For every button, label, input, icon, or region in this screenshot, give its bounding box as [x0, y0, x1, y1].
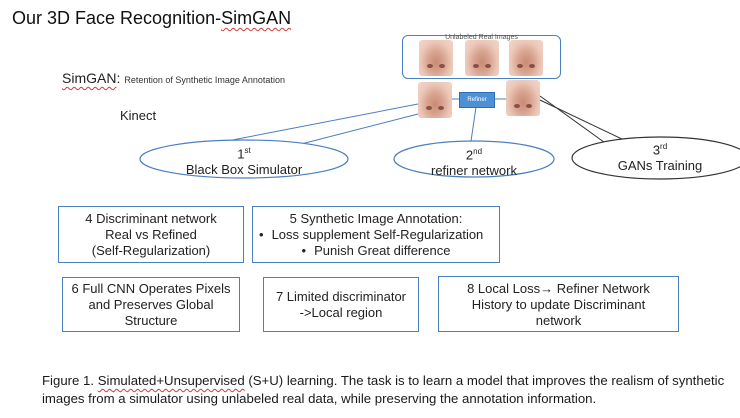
- box-full-cnn: 6 Full CNN Operates Pixels and Preserves…: [62, 277, 240, 332]
- connector-simulator-1: [221, 103, 419, 143]
- ellipse-simulator: [139, 139, 349, 179]
- refiner-block: Refiner: [459, 92, 495, 108]
- page-title: Our 3D Face Recognition-SimGAN: [12, 8, 292, 28]
- connector-gans-1: [539, 95, 616, 151]
- ellipse-gans-label: 3rd GANs Training: [617, 142, 703, 174]
- synthetic-face-image: [418, 82, 452, 118]
- box-limited-discriminator: 7 Limited discriminator ->Local region: [263, 277, 419, 332]
- box-discriminant-network: 4 Discriminant network Real vs Refined (…: [58, 206, 244, 263]
- kinect-label: Kinect: [120, 108, 157, 123]
- ellipse-simulator-label: 1st Black Box Simulator: [185, 146, 303, 178]
- box-synthetic-annotation: 5 Synthetic Image Annotation: Loss suppl…: [252, 206, 500, 263]
- simgan-name: SimGAN: [62, 70, 117, 86]
- simgan-note: SimGAN:Retention of Synthetic Image Anno…: [62, 70, 285, 86]
- ellipse-refiner-label: 2nd refiner network: [431, 147, 517, 179]
- refined-face-image: [506, 80, 540, 116]
- caption-term: Simulated+Unsupervised: [97, 373, 245, 388]
- simgan-description: Retention of Synthetic Image Annotation: [124, 75, 285, 85]
- ellipse-refiner: [393, 140, 555, 178]
- real-images-label: Unlabeled Real Images: [445, 34, 518, 41]
- real-images-box: Unlabeled Real Images: [402, 34, 561, 79]
- ellipse-gans: [571, 136, 740, 180]
- real-face-image: [465, 40, 499, 76]
- figure-caption: Figure 1. Simulated+Unsupervised (S+U) l…: [42, 373, 725, 406]
- title-simgan: SimGAN: [221, 8, 292, 28]
- box-local-loss: 8 Local Loss→ Refiner Network History to…: [438, 276, 679, 332]
- real-face-image: [419, 40, 453, 76]
- real-face-image: [509, 40, 543, 76]
